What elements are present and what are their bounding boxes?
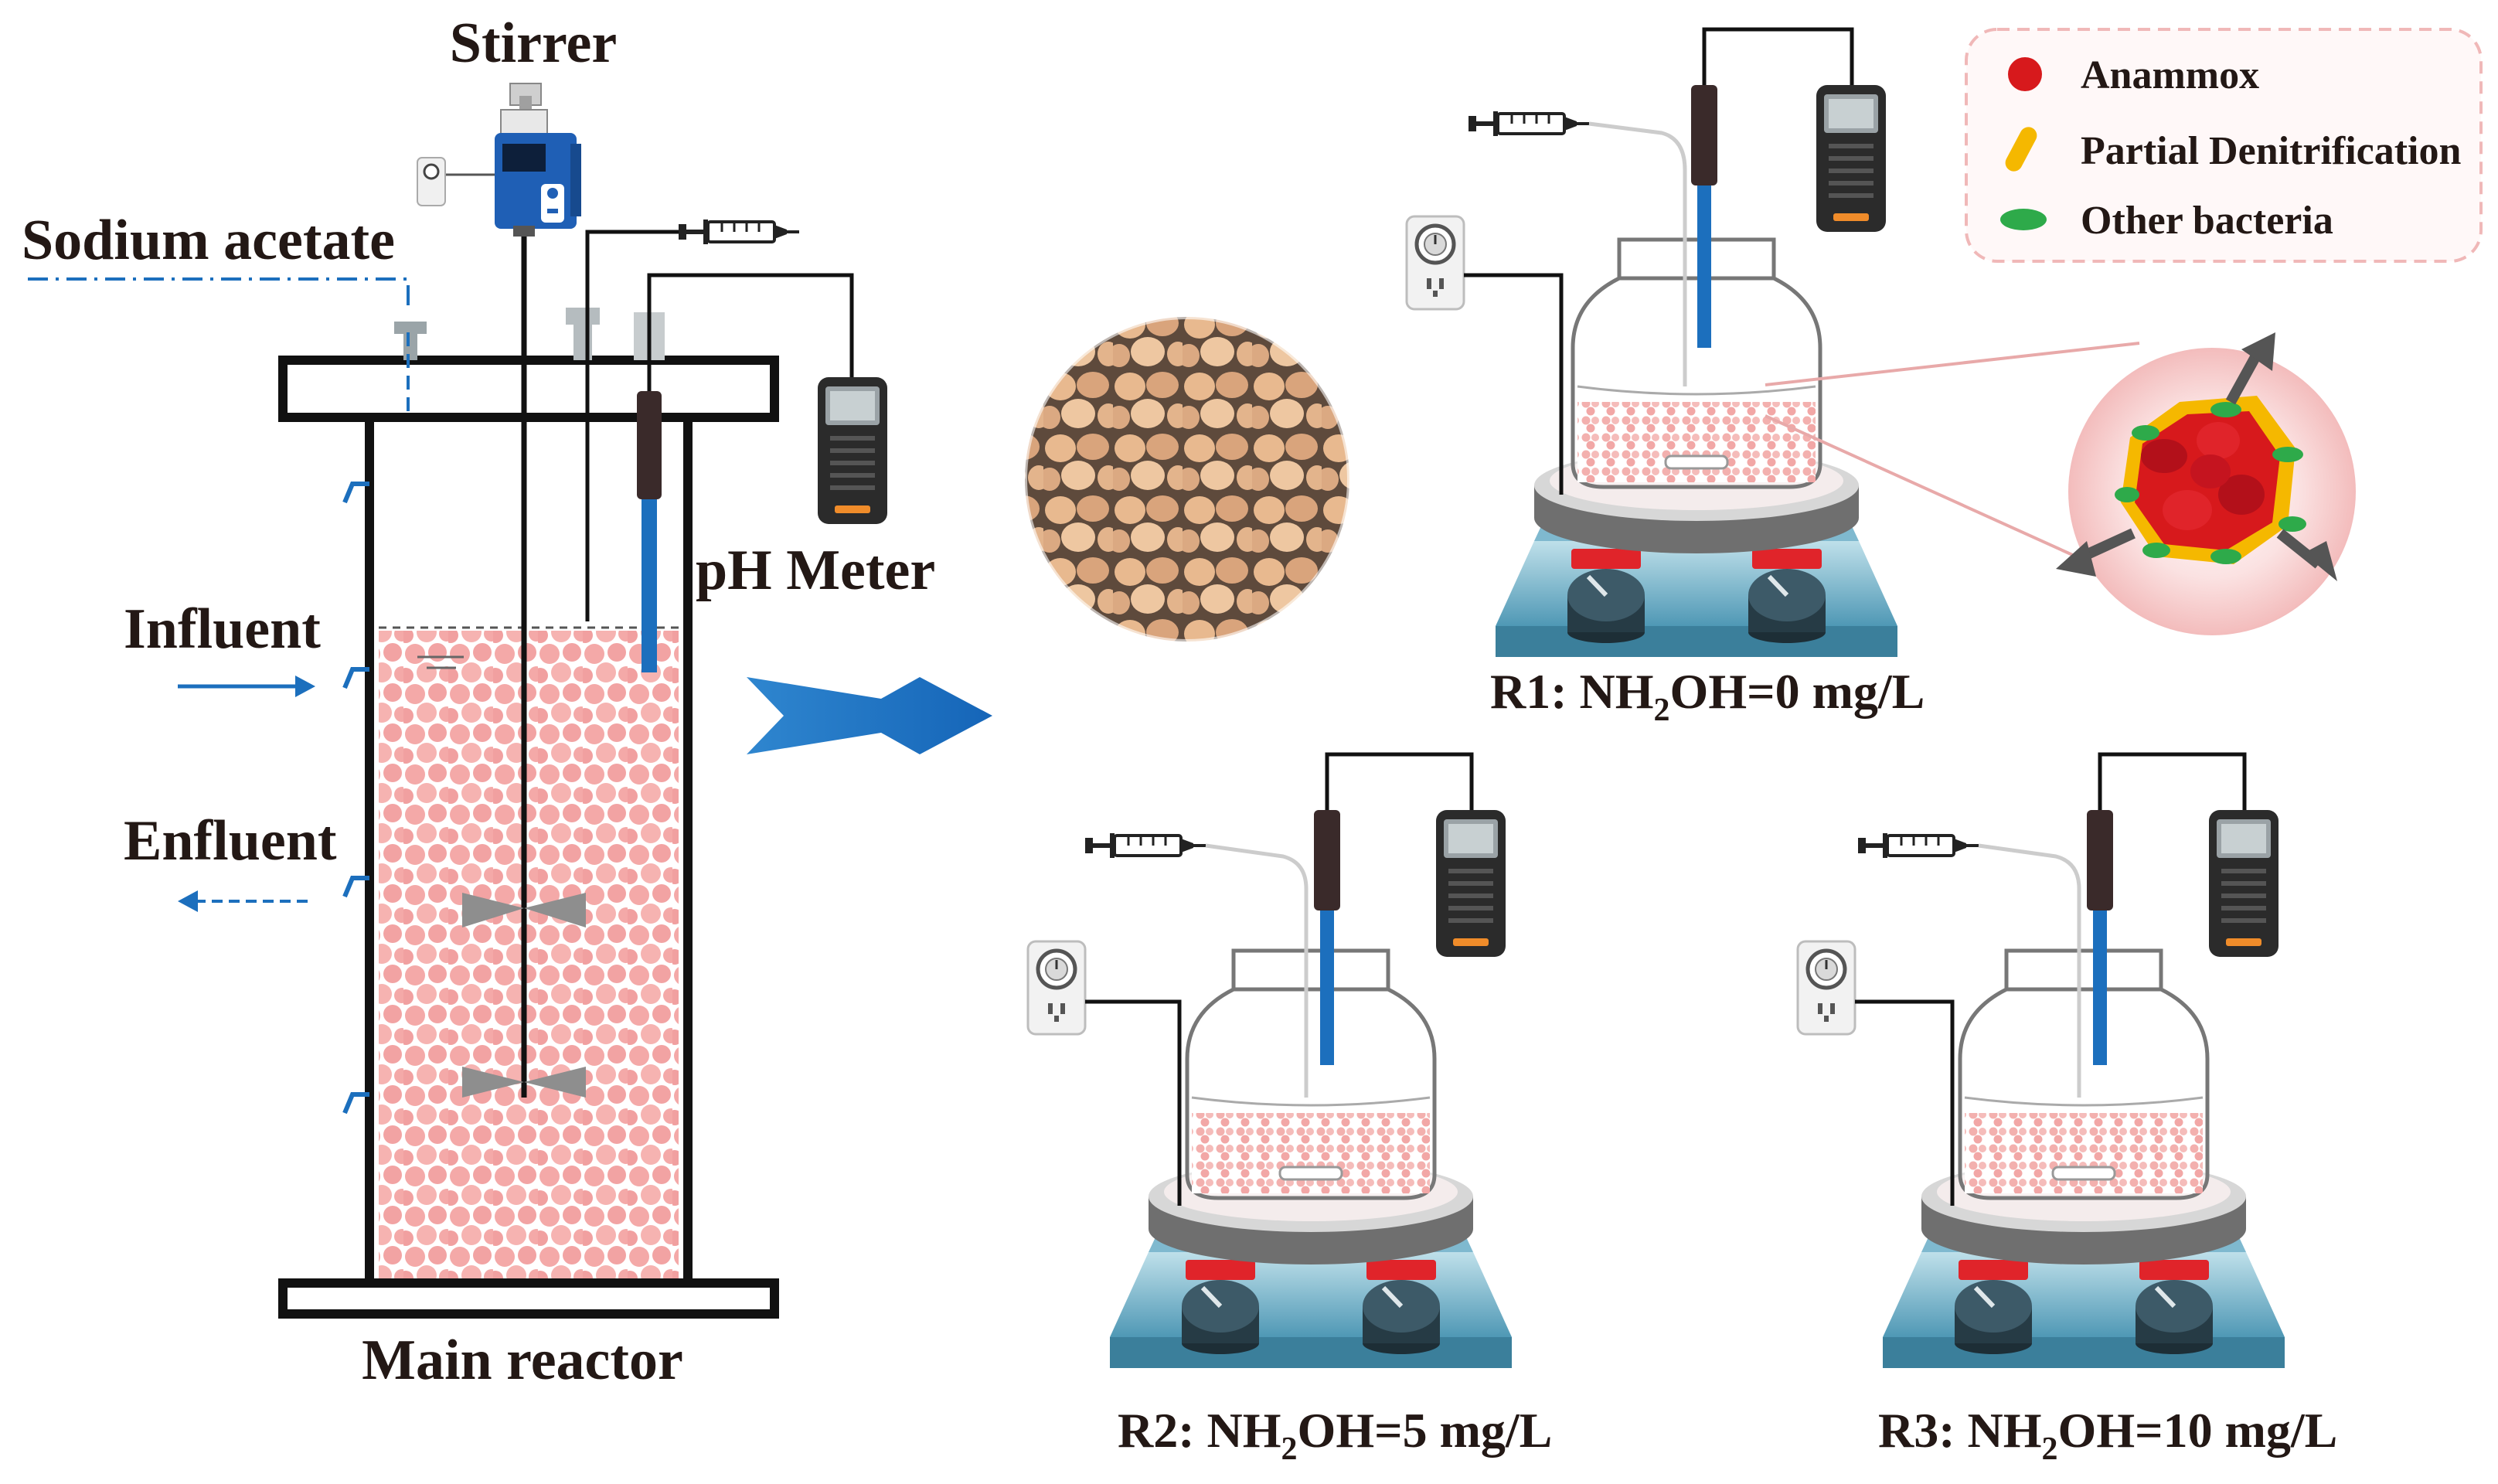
- r2-syringe-icon: [1084, 832, 1207, 859]
- main-reactor: [28, 230, 854, 1319]
- r1-syringe-icon: [1467, 110, 1591, 138]
- yellow-rod-icon: [2005, 127, 2037, 172]
- legend-item-other-bacteria: Other bacteria: [2000, 199, 2333, 243]
- legend: Anammox Partial Denitrification Other ba…: [1965, 28, 2483, 263]
- stirrer-motor-icon: [495, 83, 581, 237]
- r3-timer-icon: [1798, 941, 1855, 1034]
- reactor-r3-label: R3: NH2OH=10 mg/L: [1878, 1403, 2337, 1467]
- influent-label: Influent: [124, 597, 321, 661]
- r1-timer-icon: [1407, 216, 1464, 309]
- sodium-acetate-label: Sodium acetate: [22, 209, 395, 272]
- granule-photo: [1023, 315, 1352, 644]
- effluent-label: Enfluent: [124, 809, 337, 873]
- reactor-r3-setup: [1798, 752, 2285, 1368]
- reactor-r2-setup: [1028, 752, 1512, 1368]
- r2-timer-icon: [1028, 941, 1085, 1034]
- stirrer-switch-icon: [417, 157, 495, 206]
- ph-meter-label: pH Meter: [696, 539, 935, 602]
- legend-label-partial-denitrification: Partial Denitrification: [2081, 129, 2462, 173]
- reactor-r2-label: R2: NH2OH=5 mg/L: [1118, 1403, 1552, 1467]
- main-ph-meter-icon: [818, 377, 887, 524]
- stirrer-label: Stirrer: [450, 12, 617, 75]
- legend-item-anammox: Anammox: [2008, 53, 2259, 97]
- r3-syringe-icon: [1856, 832, 1980, 859]
- r1-meter-icon: [1816, 85, 1886, 232]
- red-granule-icon: [2008, 57, 2042, 91]
- reactor-r1-setup: [1407, 27, 1897, 657]
- biofilm-granule-illustration: [2056, 332, 2356, 635]
- transfer-arrow-icon: [747, 677, 992, 754]
- main-reactor-label: Main reactor: [362, 1329, 683, 1392]
- green-ellipse-icon: [2000, 209, 2047, 230]
- main-syringe-icon: [677, 218, 801, 246]
- legend-label-anammox: Anammox: [2081, 53, 2259, 97]
- reactor-r1-label: R1: NH2OH=0 mg/L: [1490, 664, 1925, 728]
- legend-label-other-bacteria: Other bacteria: [2081, 199, 2333, 243]
- r3-meter-icon: [2209, 810, 2278, 957]
- r2-meter-icon: [1436, 810, 1506, 957]
- legend-item-partial-denitrification: Partial Denitrification: [2005, 127, 2462, 173]
